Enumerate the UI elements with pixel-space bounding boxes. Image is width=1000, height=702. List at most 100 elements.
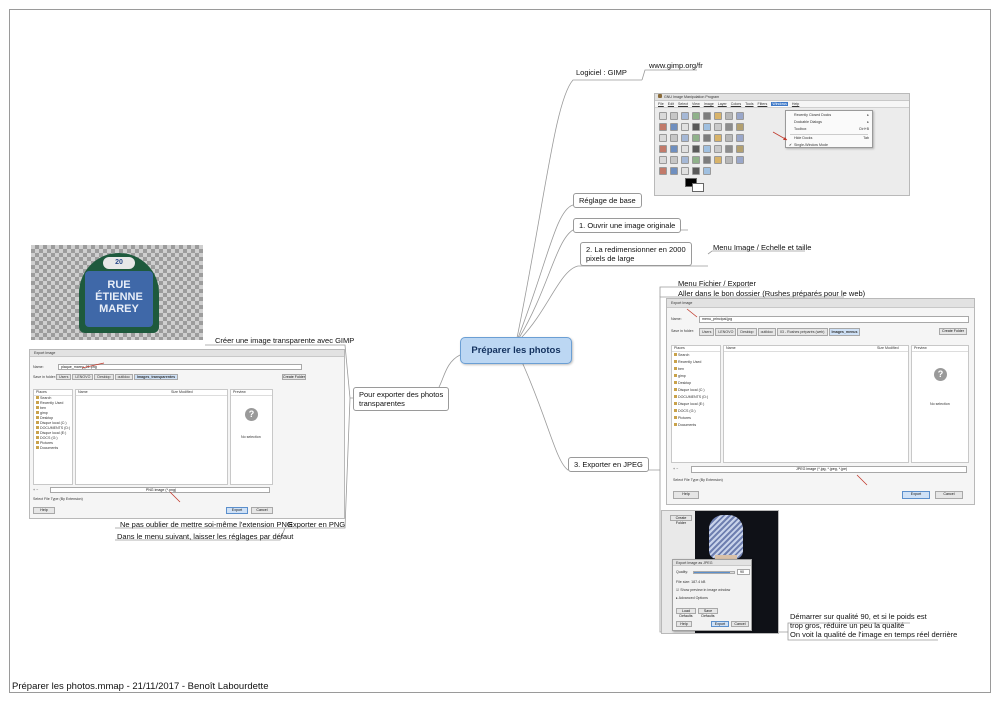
png-breadcrumb-item[interactable]: Desktop [94, 374, 114, 380]
png-name-input[interactable]: plaque_marey_01.png [58, 364, 302, 370]
png-breadcrumb-item[interactable]: Images_transparentes [133, 374, 179, 380]
png-size-column-header[interactable]: Size Modified [171, 390, 193, 394]
png-place-item[interactable]: gimp [34, 411, 72, 416]
central-topic[interactable]: Préparer les photos [460, 337, 572, 364]
node-transparent-create[interactable]: Créer une image transparente avec GIMP [215, 336, 355, 345]
quality-slider[interactable] [693, 571, 735, 574]
png-add-remove-icon[interactable]: + − [33, 488, 39, 492]
gimp-tool-icon[interactable] [714, 112, 722, 120]
quality-value-input[interactable]: 90 [737, 569, 750, 575]
png-place-item[interactable]: Search [34, 396, 72, 401]
node-step2[interactable]: 2. La redimensionner en 2000 pixels de l… [580, 242, 692, 266]
png-export-button[interactable]: Export [226, 507, 248, 514]
gimp-tool-icon[interactable] [681, 156, 689, 164]
gimp-tool-icon[interactable] [725, 134, 733, 142]
node-export-png[interactable]: Exporter en PNG [288, 520, 346, 529]
gimp-tool-icon[interactable] [670, 145, 678, 153]
node-transparent[interactable]: Pour exporter des photos transparentes [353, 387, 450, 411]
png-place-item[interactable]: ben [34, 406, 72, 411]
png-create-folder-button[interactable]: Create Folder [282, 374, 306, 380]
png-help-button[interactable]: Help [33, 507, 55, 514]
jpeg-place-item[interactable]: Disque local (C:) [672, 387, 720, 394]
jpeg-breadcrumb-item[interactable]: 03 - Rushes préparés (web) [776, 328, 828, 336]
gimp-tool-icon[interactable] [736, 156, 744, 164]
png-place-item[interactable]: DOCUMENTS (D:) [34, 426, 72, 431]
gimp-tool-icon[interactable] [692, 123, 700, 131]
jpeg-file-list[interactable]: Name Size Modified [723, 345, 909, 463]
gimp-tool-icon[interactable] [703, 112, 711, 120]
jpeg-breadcrumb-item[interactable]: LENOVO [715, 328, 737, 336]
node-quality-note[interactable]: Démarrer sur qualité 90, et si le poids … [790, 612, 927, 630]
gimp-tool-icon[interactable] [714, 134, 722, 142]
gimp-tool-icon[interactable] [670, 123, 678, 131]
jpeg-name-column-header[interactable]: Name [726, 346, 736, 350]
jpeg-help-button[interactable]: Help [673, 491, 699, 499]
png-filetype-select[interactable]: PNG image (*.png) [50, 487, 270, 493]
quality-export-button[interactable]: Export [711, 621, 729, 627]
gimp-menu-help[interactable]: Help [791, 102, 800, 106]
gimp-tool-icon[interactable] [725, 123, 733, 131]
gimp-tool-icon[interactable] [703, 156, 711, 164]
windows-menu-item[interactable]: Recently Closed Docks▸ [786, 113, 872, 118]
jpeg-place-item[interactable]: Pictures [672, 415, 720, 422]
node-step3[interactable]: 3. Exporter en JPEG [568, 457, 649, 472]
gimp-tool-icon[interactable] [725, 145, 733, 153]
gimp-tool-icon[interactable] [681, 112, 689, 120]
gimp-tool-icon[interactable] [670, 167, 678, 175]
gimp-tool-icon[interactable] [659, 112, 667, 120]
jpeg-select-type-toggle[interactable]: Select File Type (By Extension) [673, 478, 723, 482]
background-color-swatch[interactable] [692, 183, 704, 192]
jpeg-name-input[interactable]: menu_principal.jpg [699, 316, 969, 323]
jpeg-place-item[interactable]: DOCS (G:) [672, 408, 720, 415]
jpeg-place-item[interactable]: Search [672, 352, 720, 359]
gimp-tool-icon[interactable] [659, 134, 667, 142]
advanced-options-toggle[interactable]: ▸ Advanced Options [676, 596, 708, 600]
gimp-tool-icon[interactable] [659, 145, 667, 153]
gimp-tool-icon[interactable] [692, 156, 700, 164]
gimp-menu-file[interactable]: File [658, 102, 664, 106]
jpeg-breadcrumb-item[interactable]: Users [699, 328, 715, 336]
node-gimp-url[interactable]: www.gimp.org/fr [649, 61, 703, 70]
gimp-tool-icon[interactable] [736, 134, 744, 142]
windows-menu-item[interactable]: Dockable Dialogs▸ [786, 120, 872, 125]
gimp-tool-icon[interactable] [692, 112, 700, 120]
gimp-tool-icon[interactable] [670, 156, 678, 164]
gimp-tool-icon[interactable] [692, 134, 700, 142]
png-place-item[interactable]: Pictures [34, 441, 72, 446]
png-cancel-button[interactable]: Cancel [251, 507, 273, 514]
gimp-tool-icon[interactable] [725, 112, 733, 120]
png-place-item[interactable]: DOCS (G:) [34, 436, 72, 441]
jpeg-place-item[interactable]: Disque local (E:) [672, 401, 720, 408]
jpeg-place-item[interactable]: Recently Used [672, 359, 720, 366]
gimp-tool-icon[interactable] [659, 156, 667, 164]
gimp-tool-icon[interactable] [692, 167, 700, 175]
gimp-tool-icon[interactable] [714, 123, 722, 131]
jpeg-place-item[interactable]: ben [672, 366, 720, 373]
gimp-tool-icon[interactable] [736, 123, 744, 131]
gimp-tool-icon[interactable] [703, 145, 711, 153]
gimp-menu-edit[interactable]: Edit [667, 102, 674, 106]
jpeg-breadcrumb-item[interactable]: Desktop [737, 328, 757, 336]
jpeg-add-remove-icon[interactable]: + − [673, 467, 679, 471]
gimp-tool-icon[interactable] [659, 123, 667, 131]
jpeg-breadcrumb-item[interactable]: Images_menus [828, 328, 861, 336]
gimp-menu-layer[interactable]: Layer [717, 102, 727, 106]
node-png-defaults[interactable]: Dans le menu suivant, laisser les réglag… [117, 532, 294, 541]
gimp-tool-icon[interactable] [681, 123, 689, 131]
jpeg-filetype-select[interactable]: JPEG image (*.jpg, *.jpeg, *.jpe) [691, 466, 967, 473]
node-png-ext[interactable]: Ne pas oublier de mettre soi-même l'exte… [120, 520, 293, 529]
png-breadcrumb-item[interactable]: Users [56, 374, 72, 380]
gimp-tool-icon[interactable] [703, 134, 711, 142]
quality-help-button[interactable]: Help [676, 621, 692, 627]
windows-menu-item[interactable]: Single-Window Mode✔ [786, 143, 872, 148]
jpeg-place-item[interactable]: gimp [672, 373, 720, 380]
gimp-tool-icon[interactable] [736, 145, 744, 153]
preview-checkbox[interactable]: ☑ Show preview in image window [676, 588, 731, 592]
png-breadcrumb-item[interactable]: outildoc [114, 374, 133, 380]
jpeg-place-item[interactable]: Documents [672, 422, 720, 429]
node-step3-folder[interactable]: Aller dans le bon dossier (Rushes prépar… [678, 289, 866, 298]
jpeg-place-item[interactable]: Desktop [672, 380, 720, 387]
gimp-tool-icon[interactable] [670, 134, 678, 142]
jpeg-breadcrumb-item[interactable]: outildoc [757, 328, 776, 336]
